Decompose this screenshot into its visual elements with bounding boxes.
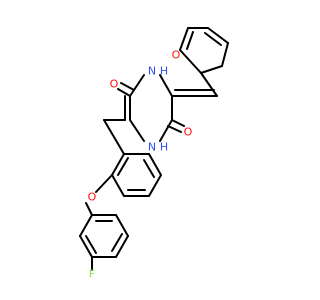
bond [120, 82, 135, 91]
bond [115, 235, 129, 258]
bond [186, 31, 194, 50]
molecule-canvas: O N H N H O O O F [79, 27, 229, 281]
atom-label: H [160, 65, 168, 78]
bond [111, 174, 125, 197]
bond [171, 119, 185, 127]
bond [167, 125, 182, 133]
molecule-structure: O N H N H O O O F [79, 27, 229, 281]
bond [204, 32, 222, 46]
bond [179, 49, 202, 74]
bond [129, 74, 145, 97]
bond [148, 153, 162, 176]
bond [221, 42, 229, 67]
bond [179, 27, 189, 51]
bond [207, 27, 229, 44]
bond [85, 202, 93, 216]
bond [111, 153, 125, 176]
bond [129, 119, 145, 142]
atom-label: O [110, 78, 119, 91]
atom-label: N [148, 141, 156, 154]
atom-label: O [184, 126, 193, 139]
bond [95, 174, 113, 193]
bond [200, 72, 218, 97]
bond [143, 159, 155, 178]
bond [79, 235, 93, 258]
bond [117, 88, 131, 97]
bond [159, 119, 173, 142]
atom-label: H [160, 141, 168, 154]
bond [200, 65, 223, 74]
bond [85, 235, 97, 254]
bond [79, 214, 93, 237]
bond [117, 157, 129, 176]
bonds [79, 27, 229, 271]
bond [115, 214, 129, 237]
atom-label: O [172, 49, 181, 62]
bond [111, 233, 123, 252]
bond [159, 74, 173, 97]
atom-label: N [148, 65, 156, 78]
bond [148, 174, 162, 197]
atom-labels: O N H N H O O O F [88, 49, 193, 281]
atom-label: O [88, 191, 97, 204]
bond [103, 119, 125, 155]
atom-label: F [89, 268, 95, 281]
